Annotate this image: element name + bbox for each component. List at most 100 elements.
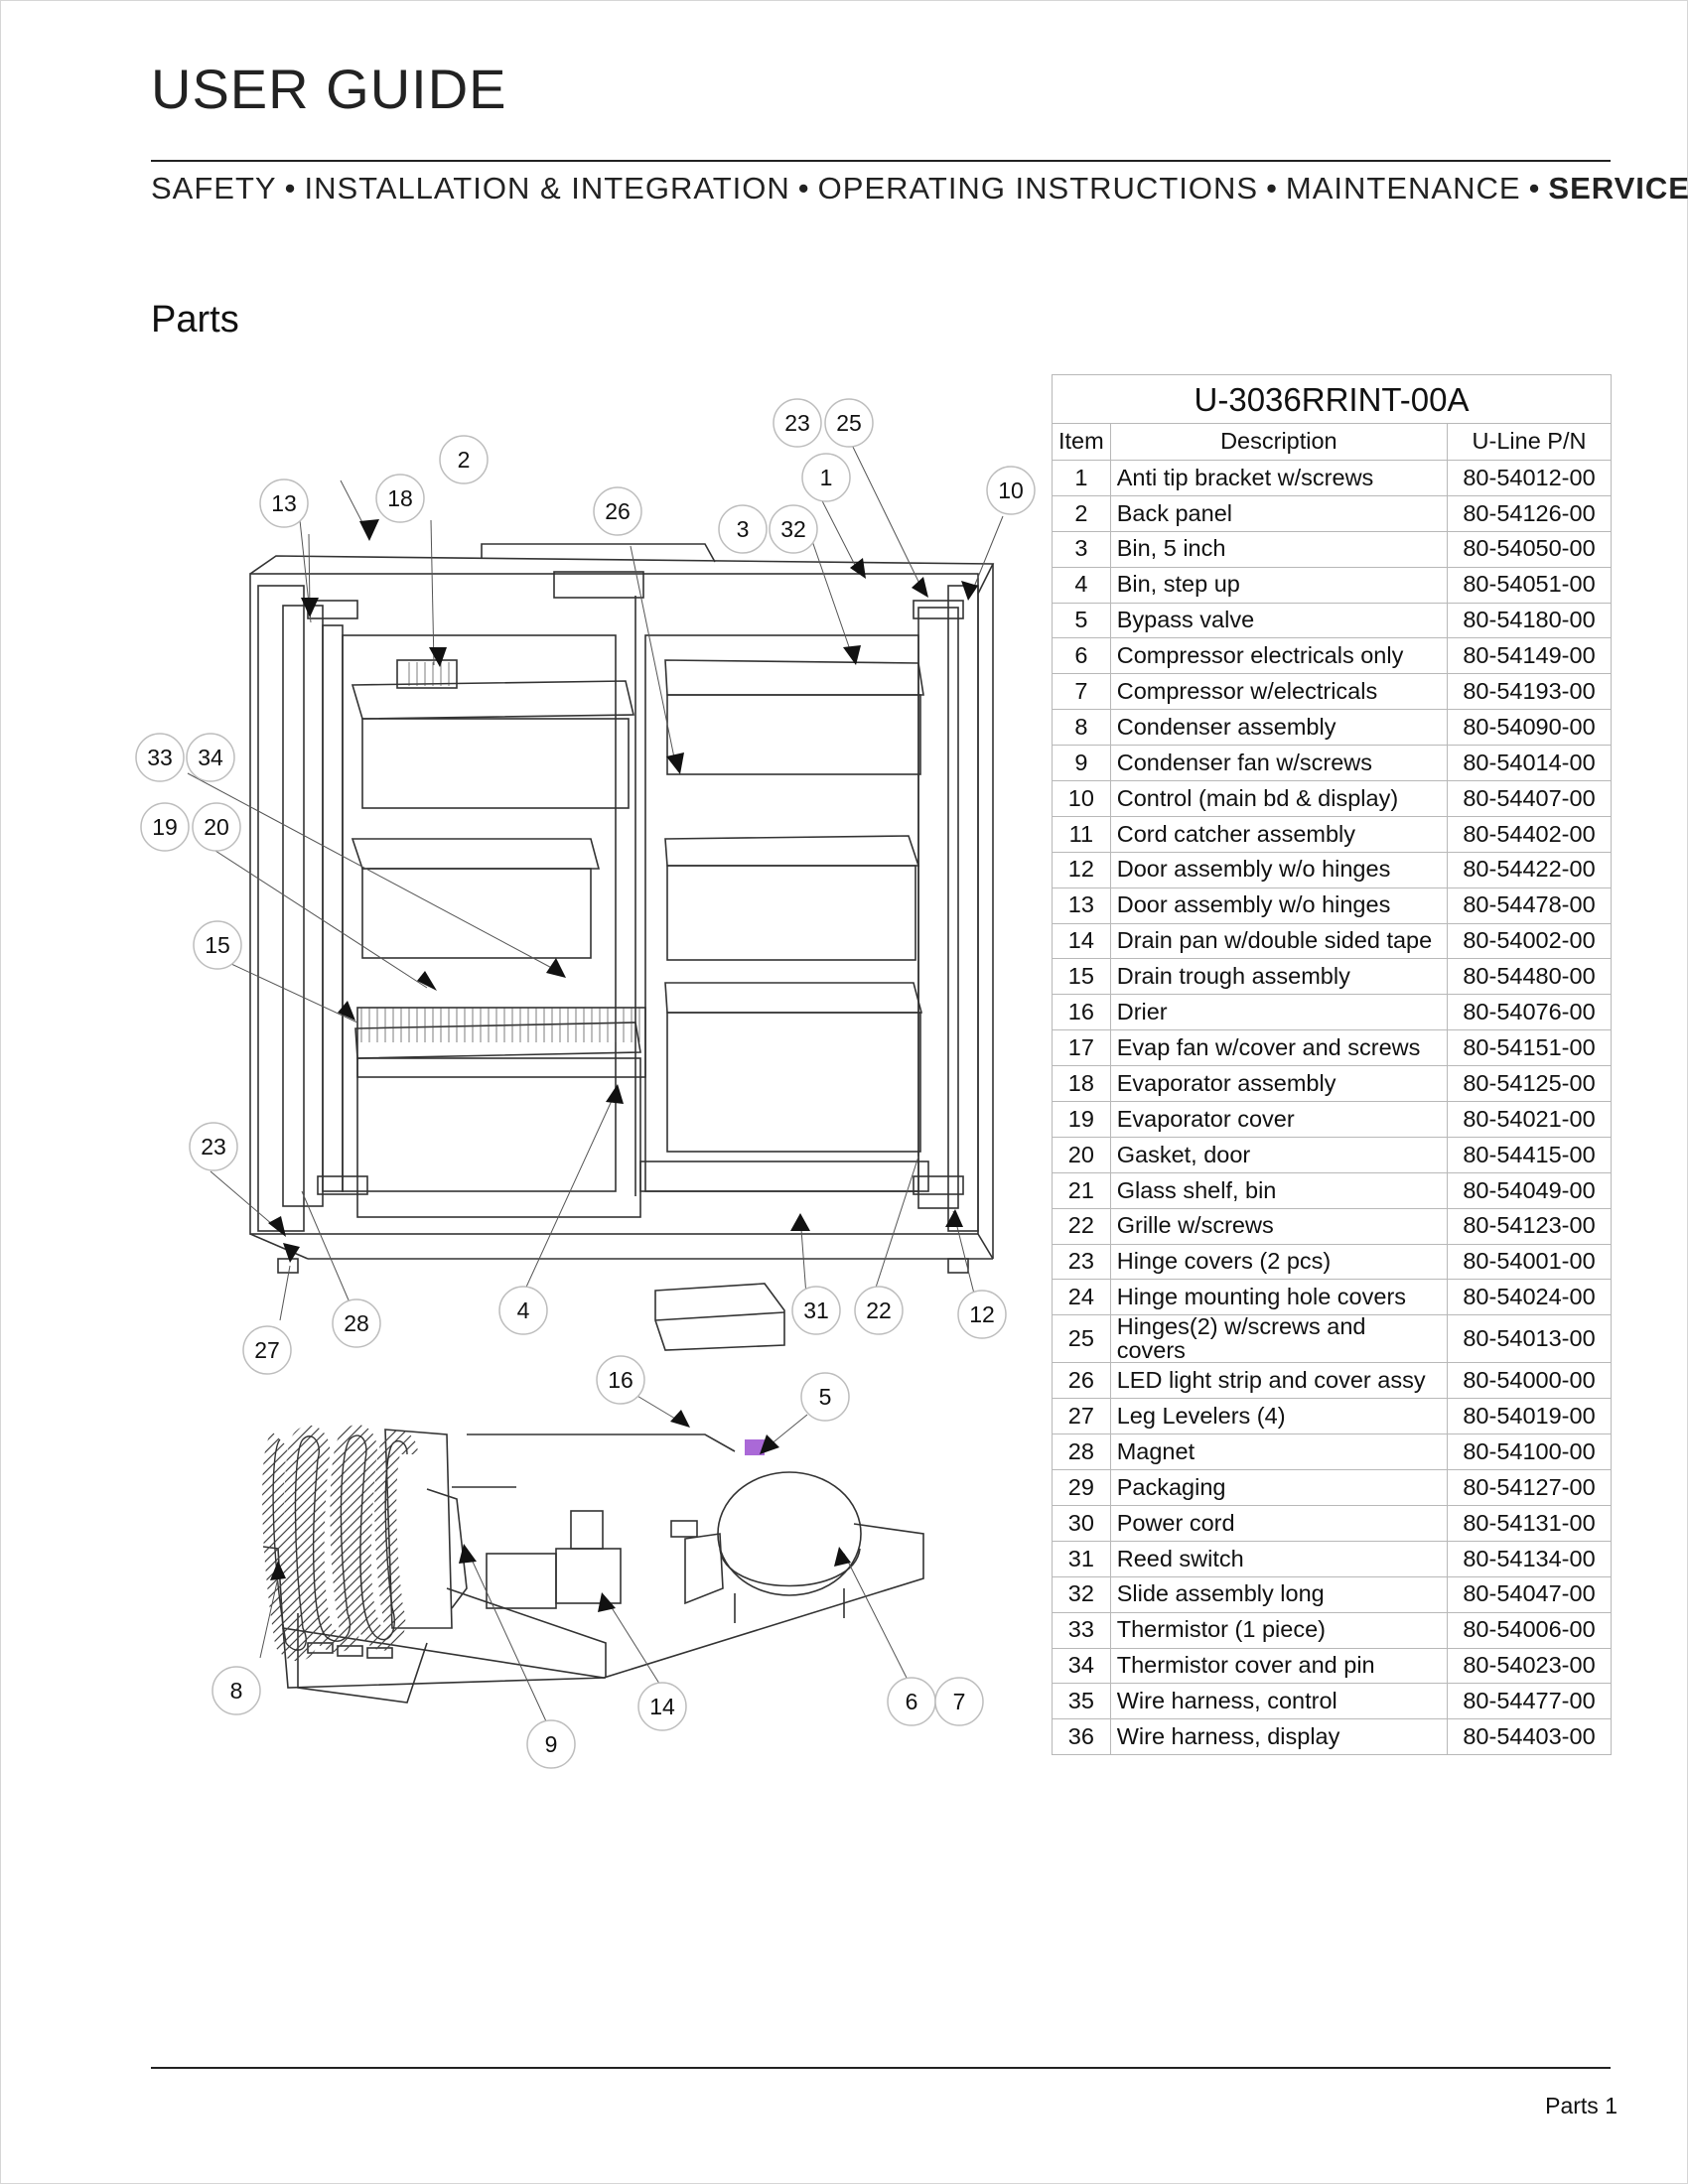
part-number: 80-54076-00 [1447, 994, 1612, 1031]
item-number: 18 [1052, 1065, 1111, 1103]
callout-18: 19 [152, 814, 178, 840]
part-description: Wire harness, control [1109, 1683, 1449, 1720]
callout-27: 27 [254, 1337, 280, 1363]
item-number: 34 [1052, 1647, 1111, 1685]
part-number: 80-54126-00 [1447, 494, 1612, 532]
item-number: 13 [1052, 887, 1111, 924]
callout-3: 3 [737, 516, 750, 542]
callout-25: 25 [836, 410, 862, 436]
part-number: 80-54047-00 [1447, 1575, 1612, 1613]
section-nav: SAFETY•INSTALLATION & INTEGRATION•OPERAT… [151, 173, 1688, 204]
part-number: 80-54002-00 [1447, 922, 1612, 960]
part-description: Bypass valve [1109, 602, 1449, 639]
part-description: Evap fan w/cover and screws [1109, 1029, 1449, 1067]
part-description: Gasket, door [1109, 1136, 1449, 1173]
part-number: 80-54049-00 [1447, 1171, 1612, 1209]
item-number: 4 [1052, 566, 1111, 604]
callout-34: 34 [198, 745, 223, 770]
callout-9: 9 [545, 1731, 558, 1757]
callout-arrowheads [268, 519, 978, 1612]
part-description: Reed switch [1109, 1540, 1449, 1577]
callout-2: 2 [458, 447, 471, 473]
item-number: 12 [1052, 851, 1111, 888]
part-description: Bin, step up [1109, 566, 1449, 604]
item-number: 36 [1052, 1718, 1111, 1756]
part-number: 80-54402-00 [1447, 815, 1612, 853]
item-number: 5 [1052, 602, 1111, 639]
item-number: 22 [1052, 1207, 1111, 1245]
column-header-item: Item [1052, 423, 1111, 461]
part-number: 80-54024-00 [1447, 1279, 1612, 1316]
part-description: Condenser fan w/screws [1109, 745, 1449, 782]
callout-26: 26 [605, 498, 631, 524]
part-number: 80-54151-00 [1447, 1029, 1612, 1067]
part-description: Drain pan w/double sided tape [1109, 922, 1449, 960]
callout-31: 31 [803, 1297, 829, 1323]
evap-fan-grille [402, 662, 452, 686]
item-number: 23 [1052, 1243, 1111, 1281]
leader-lines [187, 438, 1004, 1722]
part-number: 80-54415-00 [1447, 1136, 1612, 1173]
item-number: 14 [1052, 922, 1111, 960]
guide-title: USER GUIDE [151, 58, 507, 120]
item-number: 1 [1052, 460, 1111, 496]
nav-safety[interactable]: SAFETY [151, 171, 277, 205]
callout-circles [135, 398, 1036, 1769]
part-description: Glass shelf, bin [1109, 1171, 1449, 1209]
section-title: Parts [151, 299, 239, 341]
part-number: 80-54480-00 [1447, 958, 1612, 996]
part-number: 80-54131-00 [1447, 1504, 1612, 1542]
nav-installation[interactable]: INSTALLATION & INTEGRATION [304, 171, 790, 205]
footer-rule [151, 2067, 1611, 2069]
part-description: Back panel [1109, 494, 1449, 532]
nav-operating[interactable]: OPERATING INSTRUCTIONS [817, 171, 1259, 205]
item-number: 29 [1052, 1469, 1111, 1506]
part-number: 80-54134-00 [1447, 1540, 1612, 1577]
callout-28: 28 [344, 1310, 369, 1336]
part-number: 80-54012-00 [1447, 460, 1612, 496]
item-number: 7 [1052, 673, 1111, 711]
part-number: 80-54125-00 [1447, 1065, 1612, 1103]
part-description: Hinge covers (2 pcs) [1109, 1243, 1449, 1281]
part-description: Slide assembly long [1109, 1575, 1449, 1613]
cabinet-drawing [249, 543, 995, 1351]
part-number: 80-54100-00 [1447, 1433, 1612, 1471]
column-header-description: Description [1109, 423, 1449, 461]
part-number: 80-54001-00 [1447, 1243, 1612, 1281]
item-number: 35 [1052, 1683, 1111, 1720]
callout-1: 1 [820, 465, 833, 490]
nav-service[interactable]: SERVICE [1548, 171, 1688, 205]
exploded-parts-diagram: 23 25 2 1 10 13 18 26 3 32 33 34 19 20 1… [135, 398, 1036, 1769]
part-description: Thermistor cover and pin [1109, 1647, 1449, 1685]
callout-12: 12 [969, 1301, 995, 1327]
part-description: Drain trough assembly [1109, 958, 1449, 996]
part-number: 80-54013-00 [1447, 1314, 1612, 1364]
part-description: Cord catcher assembly [1109, 815, 1449, 853]
callout-14: 14 [649, 1694, 675, 1719]
part-description: Hinges(2) w/screws and covers [1109, 1314, 1449, 1364]
callout-5: 5 [819, 1384, 832, 1410]
nav-separator: • [1528, 171, 1541, 205]
part-number: 80-54180-00 [1447, 602, 1612, 639]
part-description: Leg Levelers (4) [1109, 1398, 1449, 1435]
item-number: 28 [1052, 1433, 1111, 1471]
part-number: 80-54090-00 [1447, 709, 1612, 747]
model-number: U-3036RRINT-00A [1052, 374, 1612, 424]
callout-33: 33 [147, 745, 173, 770]
column-header-part-number: U-Line P/N [1447, 423, 1612, 461]
part-number: 80-54127-00 [1447, 1469, 1612, 1506]
part-number: 80-54123-00 [1447, 1207, 1612, 1245]
page-label: Parts 1 [1545, 2093, 1618, 2118]
nav-maintenance[interactable]: MAINTENANCE [1285, 171, 1521, 205]
